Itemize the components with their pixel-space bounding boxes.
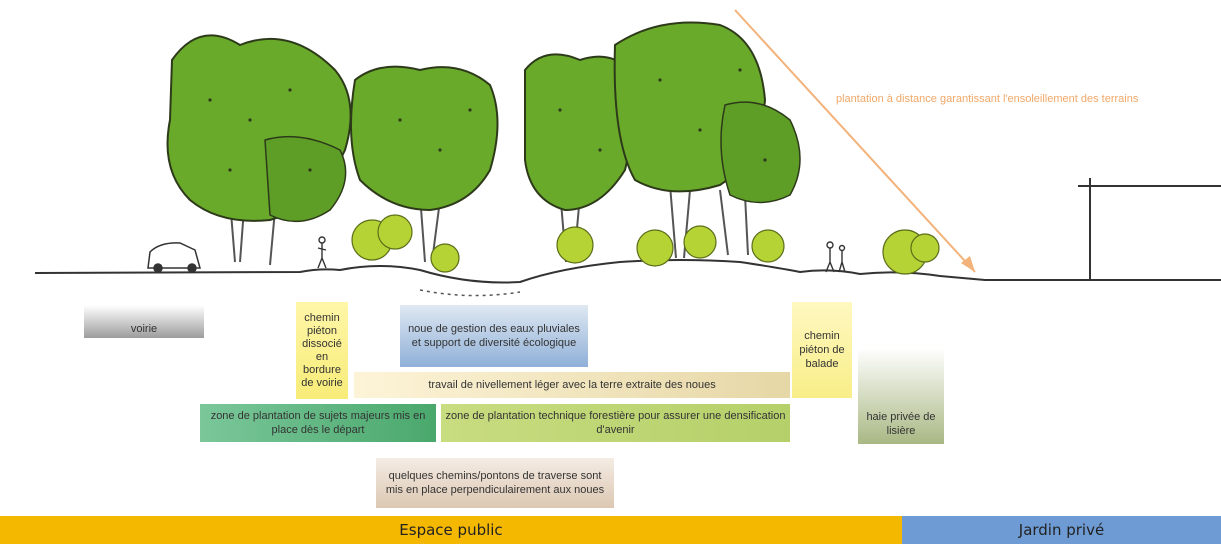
ground-line <box>34 259 1221 284</box>
label-chemin-pieton-dissocie: chemin piéton dissocié en bordure de voi… <box>296 302 348 399</box>
label-chemins-pontons: quelques chemins/pontons de traverse son… <box>376 458 614 508</box>
car-icon <box>147 242 201 273</box>
label-noue: noue de gestion des eaux pluviales et su… <box>400 305 588 367</box>
sun-arrow-icon <box>734 9 976 273</box>
label-nivellement: travail de nivellement léger avec la ter… <box>354 372 790 398</box>
label-haie-privee: haie privée de lisière <box>858 348 944 444</box>
tree-icon <box>613 21 801 204</box>
canopy-texture <box>208 68 767 172</box>
label-chemin-balade: chemin piéton de balade <box>792 302 852 398</box>
sun-note: plantation à distance garantissant l'ens… <box>836 93 1139 105</box>
band-espace-public: Espace public <box>0 516 902 544</box>
tree-icon <box>350 65 499 212</box>
band-jardin-prive: Jardin privé <box>902 516 1221 544</box>
noue-hollow <box>419 289 521 297</box>
tree-icon <box>166 34 352 223</box>
label-zone-technique: zone de plantation technique forestière … <box>441 404 790 442</box>
pedestrian-icon <box>317 236 846 273</box>
label-voirie: voirie <box>84 305 204 338</box>
fence-post-icon <box>1078 178 1221 280</box>
label-zone-sujets-majeurs: zone de plantation de sujets majeurs mis… <box>200 404 436 442</box>
shrub-icon <box>351 214 940 275</box>
